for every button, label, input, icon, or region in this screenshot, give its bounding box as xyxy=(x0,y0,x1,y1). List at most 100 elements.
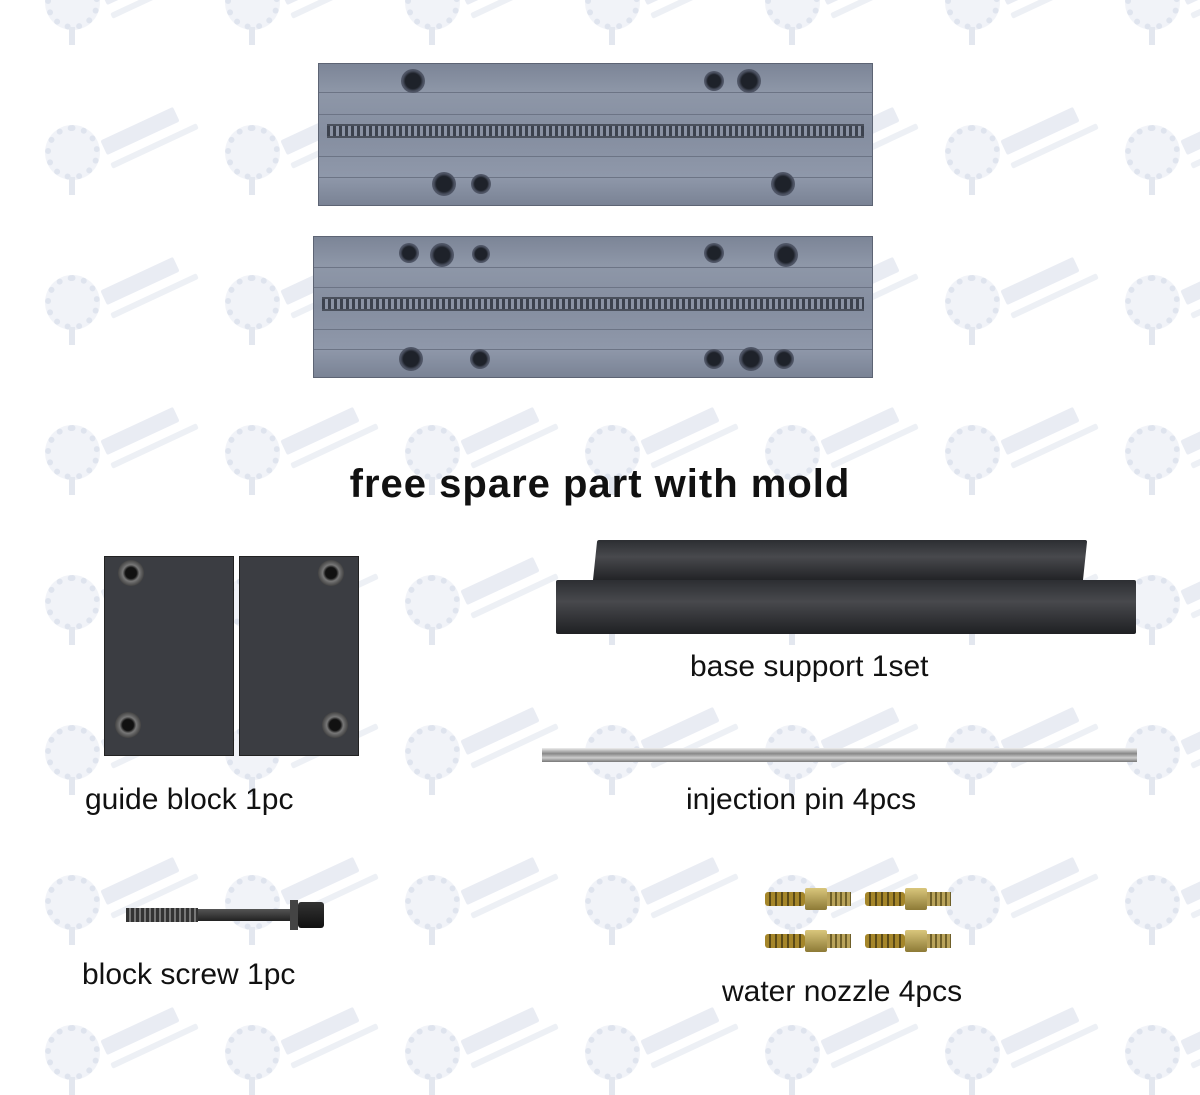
seal-stem xyxy=(249,327,255,345)
watermark-subtitle-mark xyxy=(1190,0,1200,19)
watermark-logo xyxy=(765,0,945,45)
seal-icon xyxy=(45,0,100,30)
seal-icon xyxy=(945,875,1000,930)
watermark-brand-mark xyxy=(460,856,540,906)
page-heading: free spare part with mold xyxy=(349,462,851,506)
watermark-logo xyxy=(585,835,765,945)
seal-stem xyxy=(69,27,75,45)
seal-icon xyxy=(1125,275,1180,330)
watermark-brand-mark xyxy=(1180,1006,1200,1056)
seal-stem xyxy=(69,1077,75,1095)
watermark-subtitle-mark xyxy=(1010,273,1099,319)
watermark-brand-mark xyxy=(460,706,540,756)
seal-icon xyxy=(585,1025,640,1080)
watermark-subtitle-mark xyxy=(1190,573,1200,619)
mold-upper-half xyxy=(318,63,873,206)
watermark-subtitle-mark xyxy=(1190,873,1200,919)
watermark-logo xyxy=(585,685,765,795)
watermark-subtitle-mark xyxy=(1190,1023,1200,1069)
seal-icon xyxy=(45,275,100,330)
watermark-subtitle-mark xyxy=(110,1023,199,1069)
seal-icon xyxy=(945,1025,1000,1080)
watermark-brand-mark xyxy=(460,0,540,6)
seal-stem xyxy=(969,327,975,345)
watermark-logo xyxy=(1125,685,1200,795)
watermark-logo xyxy=(405,685,585,795)
seal-icon xyxy=(945,275,1000,330)
seal-stem xyxy=(969,927,975,945)
watermark-logo xyxy=(945,0,1125,45)
watermark-subtitle-mark xyxy=(470,0,559,19)
watermark-subtitle-mark xyxy=(1190,723,1200,769)
seal-stem xyxy=(609,927,615,945)
watermark-logo xyxy=(765,685,945,795)
seal-stem xyxy=(429,777,435,795)
seal-icon xyxy=(1125,1025,1180,1080)
seal-stem xyxy=(969,27,975,45)
watermark-logo xyxy=(945,685,1125,795)
seal-stem xyxy=(69,927,75,945)
seal-icon xyxy=(225,875,280,930)
seal-stem xyxy=(249,177,255,195)
watermark-logo xyxy=(1125,85,1200,195)
watermark-logo xyxy=(1125,235,1200,345)
injection-pin-label: injection pin 4pcs xyxy=(686,783,917,816)
seal-stem xyxy=(1149,627,1155,645)
watermark-brand-mark xyxy=(640,406,720,456)
watermark-brand-mark xyxy=(1000,1006,1080,1056)
watermark-logo xyxy=(945,85,1125,195)
watermark-subtitle-mark xyxy=(110,123,199,169)
seal-icon xyxy=(585,0,640,30)
guide-block-label: guide block 1pc xyxy=(85,783,294,816)
seal-stem xyxy=(69,177,75,195)
watermark-brand-mark xyxy=(280,856,360,906)
watermark-brand-mark xyxy=(640,856,720,906)
seal-stem xyxy=(69,627,75,645)
watermark-brand-mark xyxy=(820,406,900,456)
seal-stem xyxy=(1149,777,1155,795)
seal-icon xyxy=(945,125,1000,180)
watermark-logo xyxy=(945,835,1125,945)
seal-stem xyxy=(1149,177,1155,195)
watermark-logo xyxy=(1125,535,1200,645)
watermark-subtitle-mark xyxy=(1010,873,1099,919)
seal-stem xyxy=(249,27,255,45)
watermark-subtitle-mark xyxy=(470,573,559,619)
seal-icon xyxy=(225,0,280,30)
watermark-brand-mark xyxy=(280,1006,360,1056)
injection-pin-image xyxy=(542,748,1137,762)
water-nozzle-label: water nozzle 4pcs xyxy=(722,975,963,1008)
watermark-brand-mark xyxy=(820,1006,900,1056)
watermark-logo xyxy=(1125,985,1200,1095)
seal-icon xyxy=(45,875,100,930)
watermark-subtitle-mark xyxy=(290,1023,379,1069)
seal-icon xyxy=(1125,875,1180,930)
seal-stem xyxy=(1149,927,1155,945)
seal-icon xyxy=(225,275,280,330)
seal-icon xyxy=(1125,125,1180,180)
watermark-brand-mark xyxy=(1000,106,1080,156)
watermark-subtitle-mark xyxy=(830,1023,919,1069)
watermark-logo xyxy=(45,985,225,1095)
seal-icon xyxy=(45,1025,100,1080)
seal-stem xyxy=(1149,327,1155,345)
watermark-logo xyxy=(225,835,405,945)
seal-icon xyxy=(1125,0,1180,30)
seal-stem xyxy=(609,27,615,45)
watermark-subtitle-mark xyxy=(110,0,199,19)
watermark-subtitle-mark xyxy=(1010,0,1099,19)
watermark-subtitle-mark xyxy=(1010,123,1099,169)
watermark-subtitle-mark xyxy=(1190,273,1200,319)
watermark-subtitle-mark xyxy=(290,0,379,19)
watermark-brand-mark xyxy=(100,0,180,6)
watermark-brand-mark xyxy=(1000,856,1080,906)
seal-icon xyxy=(45,575,100,630)
watermark-brand-mark xyxy=(460,406,540,456)
watermark-brand-mark xyxy=(1000,256,1080,306)
seal-stem xyxy=(429,1077,435,1095)
watermark-subtitle-mark xyxy=(1010,1023,1099,1069)
block-screw-label: block screw 1pc xyxy=(82,958,296,991)
watermark-logo xyxy=(45,0,225,45)
seal-stem xyxy=(969,777,975,795)
watermark-subtitle-mark xyxy=(110,273,199,319)
